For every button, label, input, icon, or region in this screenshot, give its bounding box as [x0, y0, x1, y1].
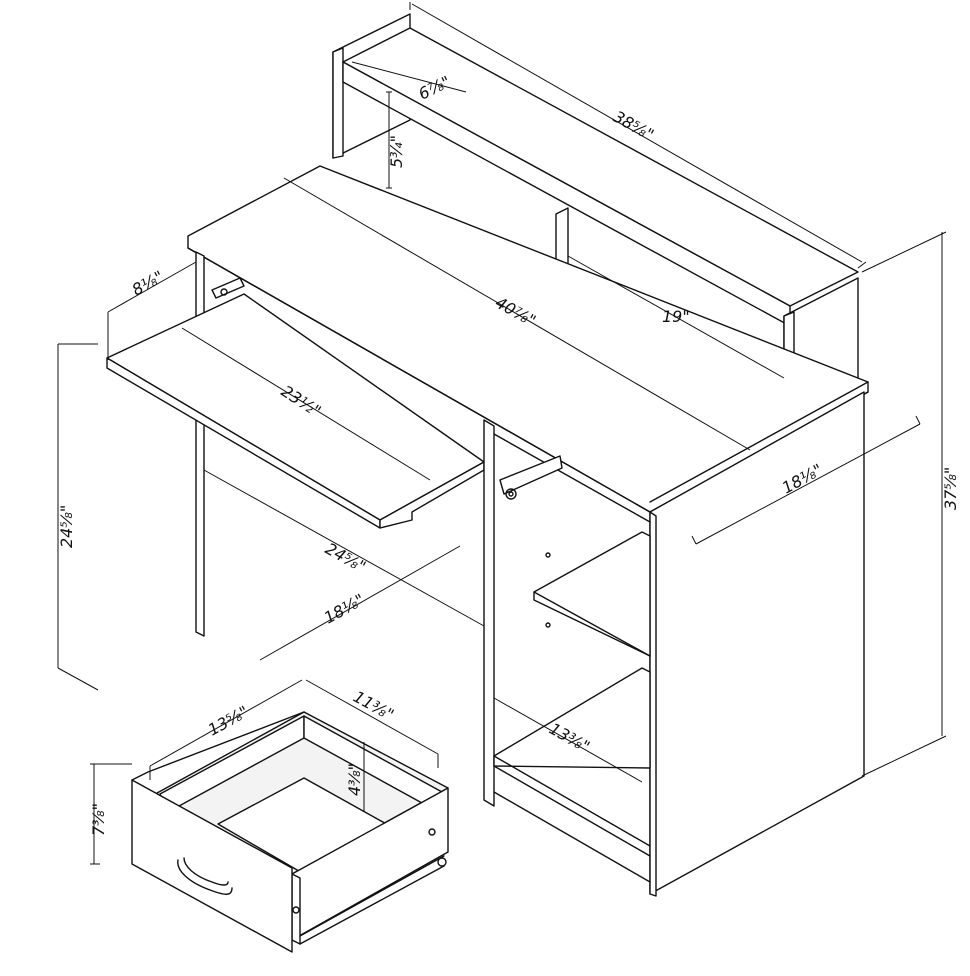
drawer: [131, 711, 449, 953]
left-side-panel: [195, 251, 205, 637]
label-knee-height: 24⅝": [57, 505, 76, 548]
center-panel: [483, 419, 495, 807]
dimension-lines: [57, 2, 947, 865]
label-hutch-inner-width: 19": [662, 307, 690, 326]
label-knee-width: 24⅝": [322, 539, 369, 577]
label-drawer-inner-height: 4⅜": [345, 763, 364, 796]
label-drawer-depth: 11⅜": [350, 687, 397, 725]
label-hutch-width: 38⅝": [610, 107, 657, 145]
label-knee-depth: 18⅛": [321, 590, 368, 628]
label-drawer-width: 13⅝": [205, 702, 252, 740]
label-drawer-height: 7⅜": [89, 803, 108, 836]
right-cabinet: [493, 391, 865, 897]
label-total-height: 37⅝": [941, 467, 960, 510]
label-hutch-height: 5¾": [387, 135, 406, 168]
label-keyboard-depth: 8⅛": [129, 267, 167, 300]
